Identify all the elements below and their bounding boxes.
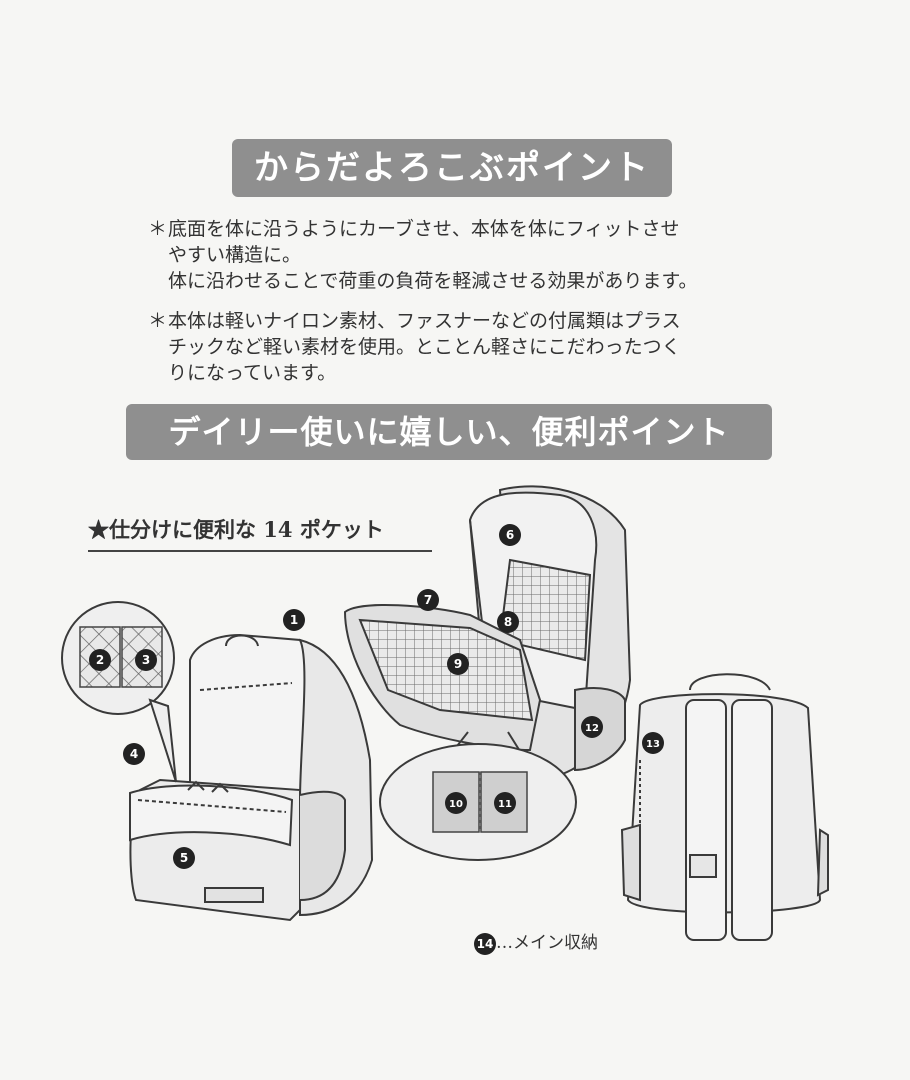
pocket-count-heading: ★仕分けに便利な 14 ポケット (88, 514, 432, 552)
pocket-badge-label: 12 (585, 723, 599, 734)
note-line: 体に沿わせることで荷重の負荷を軽減させる効果があります。 (168, 270, 698, 292)
pocket-badge-5: 5 (173, 847, 195, 869)
pocket-badge-9: 9 (447, 653, 469, 675)
pocket-badge-6: 6 (499, 524, 521, 546)
pocket-badge-14: 14 (474, 932, 496, 955)
pocket-badge-11: 11 (494, 792, 516, 814)
pocket-badge-label: 8 (504, 615, 512, 629)
legend-main-storage: 14…メイン収納 (474, 928, 598, 955)
pocket-badge-label: 7 (424, 593, 432, 607)
pocket-badge-1: 1 (283, 609, 305, 631)
note-mark: ＊ (148, 218, 168, 240)
legend-text: …メイン収納 (496, 933, 598, 953)
backpack-front-view (129, 633, 374, 922)
note-light-material: ＊ 本体は軽いナイロン素材、ファスナーなどの付属類はプラス チックなど軽い素材を… (148, 308, 768, 386)
pocket-badge-label: 1 (290, 613, 298, 627)
pocket-badge-label: 2 (96, 653, 104, 667)
pocket-badge-4: 4 (123, 743, 145, 765)
note-body-curve: ＊ 底面を体に沿うようにカーブさせ、本体を体にフィットさせ やすい構造に。 体に… (148, 216, 768, 294)
pocket-badge-3: 3 (135, 649, 157, 671)
backpack-open-view (343, 485, 632, 777)
banner-daily-points: デイリー使いに嬉しい、便利ポイント (126, 404, 772, 460)
pocket-badge-label: 13 (646, 739, 660, 750)
pocket-badge-label: 10 (449, 799, 463, 810)
note-line: 底面を体に沿うようにカーブさせ、本体を体にフィットさせ (168, 218, 680, 240)
pocket-badge-7: 7 (417, 589, 439, 611)
pocket-badge-label: 9 (454, 657, 462, 671)
pocket-badge-label: 6 (506, 528, 514, 542)
pocket-badge-12: 12 (581, 716, 603, 738)
note-line: りになっています。 (168, 362, 337, 384)
backpack-back-view (620, 673, 829, 941)
pocket-badge-10: 10 (445, 792, 467, 814)
pocket-badge-2: 2 (89, 649, 111, 671)
callout-pointer (148, 698, 177, 783)
note-mark: ＊ (148, 310, 168, 332)
pocket-badge-label: 11 (498, 799, 512, 810)
pocket-badge-label: 4 (130, 747, 138, 761)
note-line: やすい構造に。 (168, 244, 302, 266)
pocket-badge-13: 13 (642, 732, 664, 754)
note-line: 本体は軽いナイロン素材、ファスナーなどの付属類はプラス (168, 310, 681, 332)
note-line: チックなど軽い素材を使用。とことん軽さにこだわったつく (168, 336, 681, 358)
pocket-badge-8: 8 (497, 611, 519, 633)
banner-body-points: からだよろこぶポイント (232, 139, 672, 197)
pocket-badge-label: 3 (142, 653, 150, 667)
pocket-badge-label: 5 (180, 851, 188, 865)
